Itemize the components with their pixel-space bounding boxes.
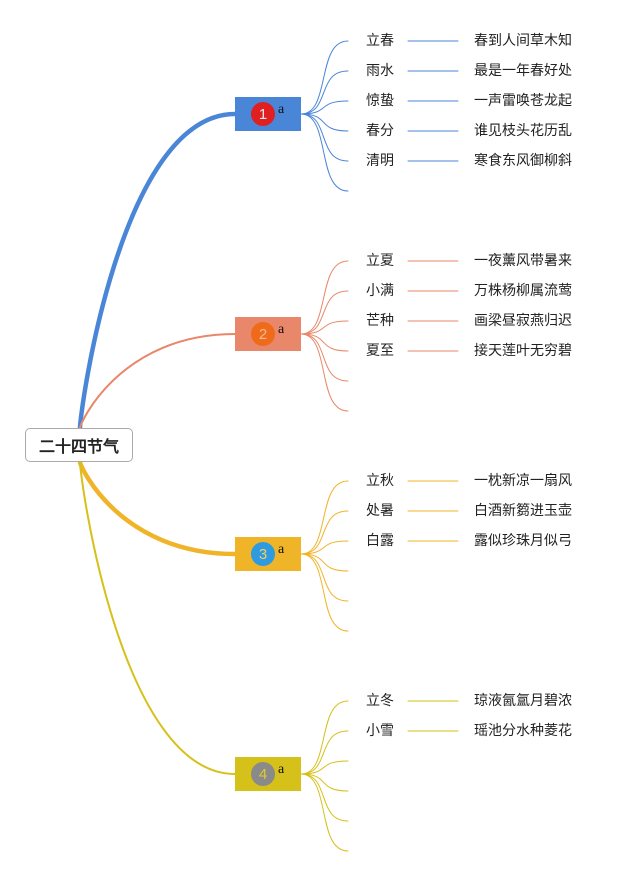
verse-label[interactable]: 春到人间草木知 — [474, 32, 572, 48]
branch-4-connector — [79, 461, 236, 775]
branch-1-leaf-line — [300, 70, 349, 115]
branch-1-connector — [77, 111, 238, 431]
branch-1-leaf-line — [300, 40, 349, 115]
branch-4-number-badge: 4 — [251, 762, 275, 786]
branch-3-leaf-line — [300, 510, 349, 555]
verse-label[interactable]: 一声雷唤苍龙起 — [474, 92, 572, 108]
verse-label[interactable]: 露似珍珠月似弓 — [474, 532, 572, 548]
solar-term-label[interactable]: 清明 — [366, 152, 394, 168]
branch-2-tag: a — [278, 322, 285, 337]
branch-2-connector — [79, 333, 236, 429]
branch-4-leaf-line — [300, 760, 349, 775]
branch-2-leaf-line — [300, 333, 349, 352]
verse-label[interactable]: 琼液氤氲月碧浓 — [474, 692, 572, 708]
solar-term-label[interactable]: 处暑 — [366, 502, 394, 518]
verse-label[interactable]: 接天莲叶无穷碧 — [474, 342, 572, 358]
verse-label[interactable]: 谁见枝头花历乱 — [474, 122, 572, 138]
solar-term-label[interactable]: 白露 — [366, 532, 394, 548]
branch-2-leaf-line — [300, 260, 349, 335]
verse-label[interactable]: 画梁昼寂燕归迟 — [474, 312, 572, 328]
solar-term-label[interactable]: 夏至 — [366, 342, 394, 358]
solar-term-label[interactable]: 小雪 — [366, 722, 394, 738]
solar-term-label[interactable]: 立春 — [366, 32, 394, 48]
branch-2-leaf-line — [300, 333, 349, 412]
solar-term-label[interactable]: 惊蛰 — [366, 92, 394, 108]
branch-3-connector — [77, 459, 238, 557]
solar-term-label[interactable]: 春分 — [366, 122, 394, 138]
branch-1-leaf-line — [300, 100, 349, 115]
solar-term-label[interactable]: 雨水 — [366, 62, 394, 78]
branch-1-leaf-line — [300, 113, 349, 132]
verse-label[interactable]: 一枕新凉一扇风 — [474, 472, 572, 488]
branch-4-leaf-line — [300, 700, 349, 775]
verse-label[interactable]: 万株杨柳属流莺 — [474, 282, 572, 298]
branch-4-leaf-line — [300, 773, 349, 852]
branch-3-leaf-line — [300, 480, 349, 555]
solar-term-label[interactable]: 立夏 — [366, 252, 394, 268]
branch-1-leaf-line — [300, 113, 349, 192]
branch-2-leaf-line — [300, 320, 349, 335]
branch-4-leaf-line — [300, 773, 349, 822]
solar-term-label[interactable]: 芒种 — [366, 312, 394, 328]
verse-label[interactable]: 瑶池分水种菱花 — [474, 722, 572, 738]
branch-1-number-badge: 1 — [251, 102, 275, 126]
verse-label[interactable]: 白酒新篘进玉壶 — [474, 502, 572, 518]
verse-label[interactable]: 一夜薰风带暑来 — [474, 252, 572, 268]
solar-term-label[interactable]: 小满 — [366, 282, 394, 298]
branch-3-number-badge: 3 — [251, 542, 275, 566]
branch-3-leaf-line — [300, 553, 349, 572]
branch-1-leaf-line — [300, 113, 349, 162]
root-node[interactable]: 二十四节气 — [25, 428, 133, 462]
branch-4-leaf-line — [300, 730, 349, 775]
branch-4-leaf-line — [300, 773, 349, 792]
solar-term-label[interactable]: 立秋 — [366, 472, 394, 488]
branch-3-tag: a — [278, 542, 285, 557]
branch-3-leaf-line — [300, 540, 349, 555]
branch-2-number-badge: 2 — [251, 322, 275, 346]
branch-3-leaf-line — [300, 553, 349, 632]
solar-term-label[interactable]: 立冬 — [366, 692, 394, 708]
branch-3-leaf-line — [300, 553, 349, 602]
root-label: 二十四节气 — [38, 439, 119, 456]
branch-1-tag: a — [278, 102, 285, 117]
verse-label[interactable]: 寒食东风御柳斜 — [474, 152, 572, 168]
branch-2-leaf-line — [300, 290, 349, 335]
verse-label[interactable]: 最是一年春好处 — [474, 62, 572, 78]
branch-4-tag: a — [278, 762, 285, 777]
branch-2-leaf-line — [300, 333, 349, 382]
